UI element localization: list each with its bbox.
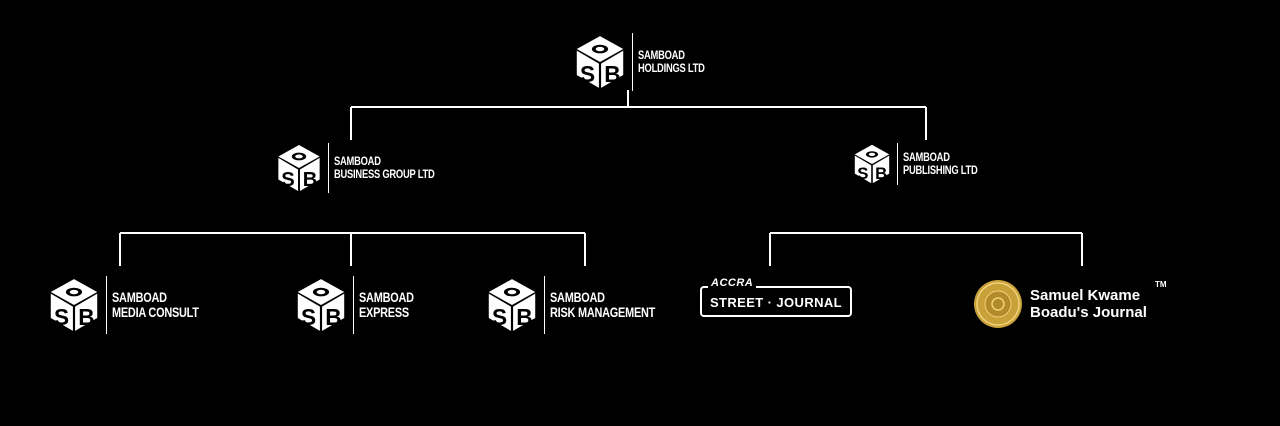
node-label-line1: SAMBOAD (359, 289, 414, 306)
sb-cube-logo-icon (297, 279, 345, 331)
node-label-line1: SAMBOAD (638, 48, 685, 63)
skb-journal-label: Samuel Kwame Boadu's Journal (1030, 287, 1147, 321)
logo-divider (328, 143, 329, 193)
accra-street-journal-top-label: ACCRA (708, 277, 757, 289)
trademark-mark: TM (1155, 280, 1167, 289)
node-label: SAMBOAD PUBLISHING LTD (903, 151, 978, 176)
skb-journal-label-line1: Samuel Kwame (1030, 287, 1141, 304)
sb-cube-logo-icon (488, 279, 536, 331)
node-label: SAMBOAD HOLDINGS LTD (638, 49, 705, 74)
logo-divider (632, 33, 633, 91)
node-samboad-holdings: SAMBOAD HOLDINGS LTD (573, 33, 724, 91)
logo-divider (106, 276, 107, 334)
gold-seal-icon (974, 280, 1022, 328)
node-samboad-business-group: SAMBOAD BUSINESS GROUP LTD (275, 143, 463, 193)
node-label: SAMBOAD BUSINESS GROUP LTD (334, 154, 435, 181)
sb-cube-logo-icon (50, 279, 98, 331)
node-samboad-media-consult: SAMBOAD MEDIA CONSULT (47, 276, 223, 334)
skb-journal-label-line2: Boadu's Journal (1030, 304, 1147, 321)
node-label-line2: BUSINESS GROUP LTD (334, 167, 435, 181)
node-label-line2: EXPRESS (359, 304, 409, 320)
node-samboad-risk-management: SAMBOAD RISK MANAGEMENT (485, 276, 685, 334)
accra-street-journal-frame (700, 286, 852, 317)
node-samboad-publishing: SAMBOAD PUBLISHING LTD (852, 143, 999, 185)
sb-cube-logo-icon (278, 144, 320, 192)
node-label: SAMBOAD MEDIA CONSULT (112, 290, 199, 319)
node-label-line1: SAMBOAD (334, 154, 381, 169)
node-label-line1: SAMBOAD (550, 289, 605, 306)
sb-cube-logo-icon (576, 36, 624, 88)
logo-divider (544, 276, 545, 334)
node-samboad-express: SAMBOAD EXPRESS (294, 276, 429, 334)
logo-divider (897, 143, 898, 185)
node-label-line2: MEDIA CONSULT (112, 304, 199, 320)
node-label: SAMBOAD EXPRESS (359, 290, 414, 319)
logo-divider (353, 276, 354, 334)
accra-street-journal-main-label: STREET · JOURNAL (709, 295, 843, 310)
node-label: SAMBOAD RISK MANAGEMENT (550, 290, 655, 319)
node-label-line1: SAMBOAD (903, 150, 950, 165)
node-label-line2: PUBLISHING LTD (903, 163, 978, 177)
node-label-line2: RISK MANAGEMENT (550, 304, 656, 320)
sb-cube-logo-icon (854, 144, 890, 184)
node-label-line1: SAMBOAD (112, 289, 167, 306)
node-label-line2: HOLDINGS LTD (638, 61, 705, 75)
